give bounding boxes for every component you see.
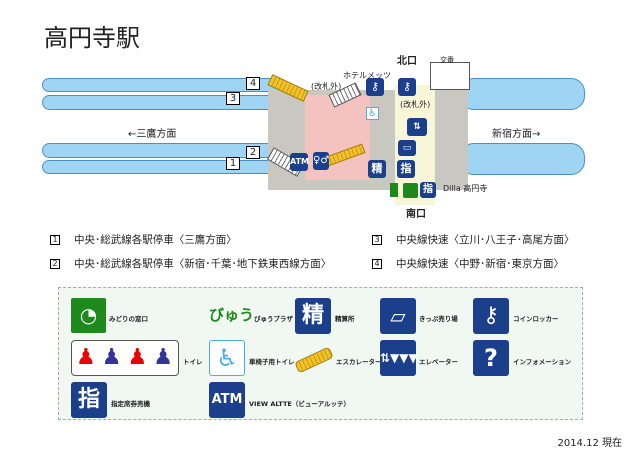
- hotel-label: ホテルメッツ: [343, 71, 391, 80]
- information-icon: ?: [473, 340, 509, 376]
- legend-label: 精算所: [335, 315, 355, 323]
- south-exit-label: 南口: [406, 209, 426, 220]
- platform-number-1: 1: [226, 157, 240, 170]
- page-title: 高円寺駅: [44, 24, 140, 52]
- platform-right-lower: [460, 143, 585, 175]
- legend-label: コインロッカー: [513, 315, 559, 323]
- shitei-icon: 指: [397, 160, 415, 178]
- key-locker-icon: ⚷: [398, 78, 416, 96]
- elevator-icon: ⇅: [407, 118, 427, 136]
- legend-label: きっぷ売り場: [419, 315, 458, 323]
- legend-label: トイレ: [183, 358, 203, 366]
- platform-number-2: 2: [246, 146, 260, 159]
- midori-window-icon: [403, 183, 418, 198]
- platform-number-4: 4: [246, 77, 260, 90]
- toilet-icon: ♀♂: [313, 152, 329, 170]
- platform-right-upper: [460, 78, 585, 110]
- shitei-icon: 指: [71, 382, 107, 418]
- legend-label: エスカレーター: [336, 358, 382, 366]
- atm-icon: ATM: [209, 382, 245, 418]
- legend-label: 車椅子用トイレ: [249, 358, 295, 366]
- atm-icon: ATM: [290, 153, 309, 171]
- escalator-icon: [294, 346, 334, 374]
- koban-building: [430, 62, 470, 90]
- icon-legend: ◔ みどりの窓口 びゅう びゅうプラザ 精 精算所 ▱ きっぷ売り場 ⚷ コイン…: [58, 287, 583, 420]
- direction-mitaka: ←三鷹方面: [128, 129, 177, 140]
- south-exit-door: [390, 183, 398, 197]
- ticket-machine-icon: ▱: [380, 298, 416, 334]
- outside-gate-label: (改札外): [311, 82, 342, 91]
- legend-label: 指定席券売機: [111, 400, 150, 408]
- key-locker-icon: ⚷: [366, 78, 384, 96]
- legend-label: エレベーター: [419, 358, 458, 366]
- wheelchair-icon: ♿: [366, 107, 379, 120]
- as-of-date: 2014.12 現在: [557, 438, 622, 449]
- seisan-icon: 精: [295, 298, 331, 334]
- legend-label: VIEW ALTTE（ビューアルッテ）: [249, 400, 351, 408]
- ticket-machine-icon: ▭: [398, 140, 416, 156]
- legend-label: びゅうプラザ: [254, 315, 293, 323]
- platform-3: [42, 95, 285, 110]
- direction-shinjuku: 新宿方面→: [492, 129, 541, 140]
- legend-label: みどりの窓口: [109, 315, 148, 323]
- north-exit-label: 北口: [397, 56, 417, 67]
- koban-label: 交番: [440, 56, 454, 64]
- midori-window-icon: ◔: [71, 298, 106, 333]
- platform-number-3: 3: [226, 92, 240, 105]
- shop-label: Dilla 高円寺: [443, 184, 488, 193]
- toilet-icon: ♟♟♟♟: [71, 340, 179, 376]
- seisan-icon: 精: [368, 160, 386, 178]
- elevator-icon: ⇅▼▼▼: [380, 340, 418, 376]
- legend-label: インフォメーション: [513, 358, 572, 366]
- wheelchair-icon: ♿: [209, 340, 245, 376]
- outside-gate-label: (改札外): [400, 100, 431, 109]
- view-plaza-logo: びゅう: [209, 306, 255, 324]
- platform-1: [42, 160, 285, 174]
- key-locker-icon: ⚷: [473, 298, 509, 334]
- shitei-icon: 指: [420, 182, 436, 198]
